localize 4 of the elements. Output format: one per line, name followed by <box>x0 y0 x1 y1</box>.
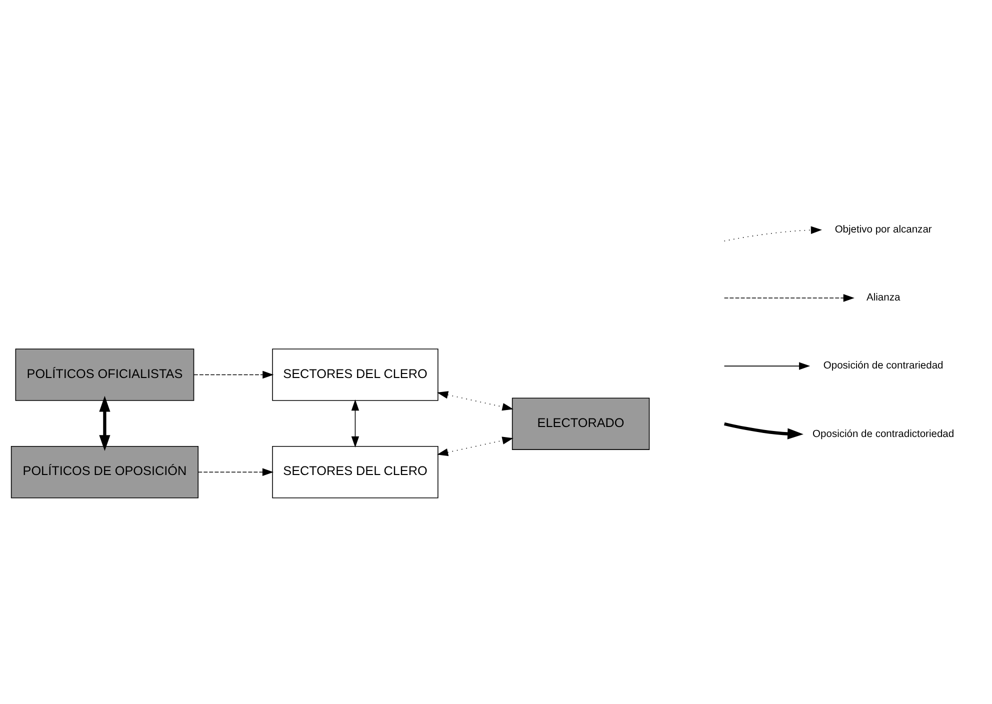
legend-label: Alianza <box>866 292 900 304</box>
legend-label: Oposición de contradictoriedad <box>812 428 954 440</box>
legend-label: Oposición de contrariedad <box>823 360 944 372</box>
legend-label: Objetivo por alcanzar <box>834 224 932 236</box>
